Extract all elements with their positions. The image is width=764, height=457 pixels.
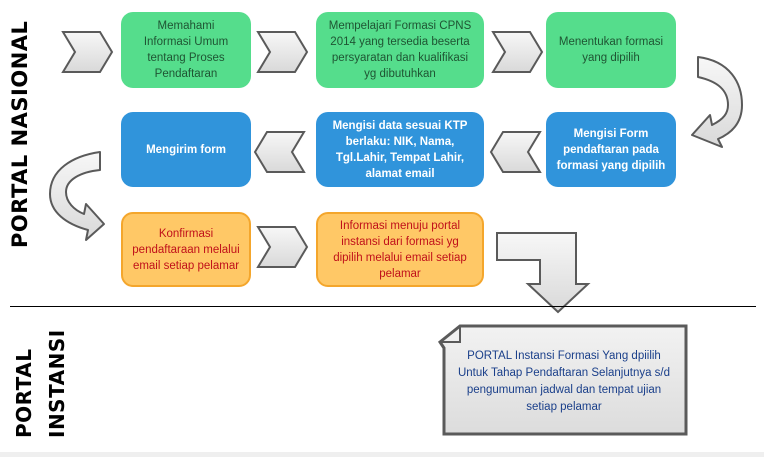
chevron-right-icon <box>256 226 309 268</box>
bent-arrow-down-icon <box>496 232 591 314</box>
step-box-mengirim-form: Mengirim form <box>121 112 251 187</box>
chevron-right-icon <box>491 31 544 73</box>
bottom-bar <box>0 452 764 457</box>
chevron-left-icon <box>253 131 306 173</box>
section-label-portal-instansi-line2: INSTANSI <box>45 329 69 438</box>
step-box-menentukan-formasi: Menentukan formasi yang dipilih <box>546 12 676 88</box>
curved-arrow-down-left-icon <box>691 56 743 148</box>
section-divider <box>10 306 756 307</box>
section-label-portal-nasional: PORTAL NASIONAL <box>8 20 32 248</box>
step-box-mengisi-data-ktp: Mengisi data sesuai KTP berlaku: NIK, Na… <box>316 112 484 187</box>
curved-arrow-down-right-icon <box>49 151 105 241</box>
step-box-memahami-informasi: Memahami Informasi Umum tentang Proses P… <box>121 12 251 88</box>
step-box-informasi-portal-instansi: Informasi menuju portal instansi dari fo… <box>316 212 484 287</box>
chevron-right-icon <box>61 31 114 73</box>
chevron-left-icon <box>489 131 542 173</box>
callout-box-shape <box>437 324 688 436</box>
section-label-portal-instansi-line1: PORTAL <box>12 348 36 438</box>
step-box-mengisi-form-pendaftaran: Mengisi Form pendaftaran pada formasi ya… <box>546 112 676 187</box>
chevron-right-icon <box>256 31 309 73</box>
callout-portal-instansi-text: PORTAL Instansi Formasi Yang dpiilih Unt… <box>457 350 671 413</box>
step-box-konfirmasi-pendaftaran: Konfirmasi pendaftaraan melalui email se… <box>121 212 251 287</box>
step-box-mempelajari-formasi: Mempelajari Formasi CPNS 2014 yang terse… <box>316 12 484 88</box>
